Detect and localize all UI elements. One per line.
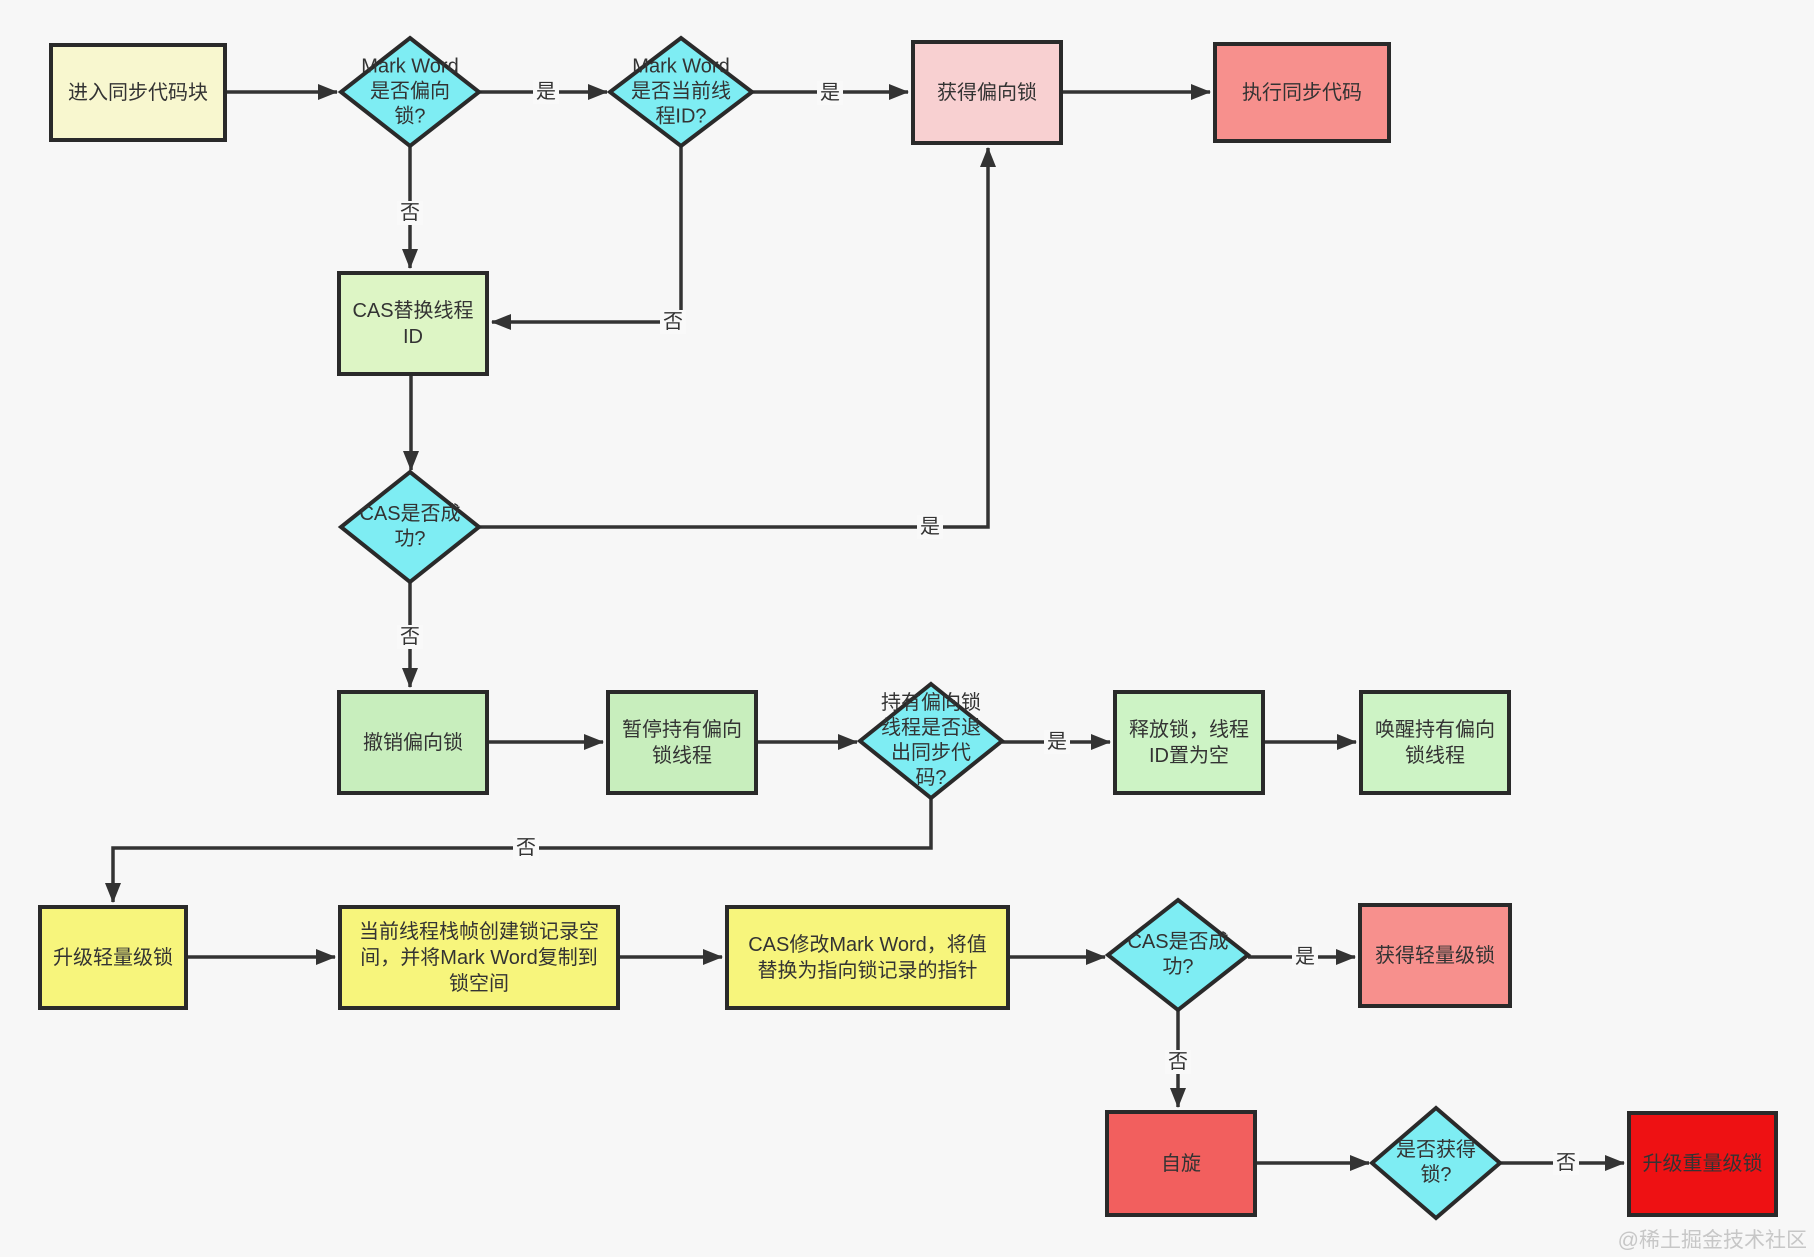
node-pause-biased-thread: 暂停持有偏向 锁线程 [606, 690, 758, 795]
edge-label-lock-no: 否 [1553, 1151, 1579, 1175]
watermark: @稀土掘金技术社区 [1617, 1229, 1807, 1252]
node-upgrade-lightweight: 升级轻量级锁 [38, 905, 188, 1010]
arrow-threadid-no-to-cas-replace [491, 146, 683, 330]
diamond-cas-success-2 [1104, 897, 1252, 1013]
diamond-cas-success-1 [337, 469, 483, 585]
node-enter-sync-block: 进入同步代码块 [49, 43, 227, 142]
edge-label-threadid-yes: 是 [817, 81, 843, 105]
node-acquire-biased-lock: 获得偏向锁 [911, 40, 1063, 145]
node-release-lock-clear-id: 释放锁，线程 ID置为空 [1113, 690, 1265, 795]
node-revoke-biased-lock: 撤销偏向锁 [337, 690, 489, 795]
decision-biased-thread-exit-label: 持有偏向锁 线程是否退 出同步代 码? [881, 692, 981, 789]
edge-label-biased-no: 否 [397, 201, 423, 225]
diamond-mark-word-biased [337, 35, 483, 149]
diamond-lock-acquired [1368, 1105, 1504, 1221]
decision-cas-success-2-label: CAS是否成 功? [1127, 931, 1229, 978]
edge-label-cas2-yes: 是 [1292, 945, 1318, 969]
edge-label-biased-yes: 是 [533, 80, 559, 104]
decision-mark-word-current-thread-label: Mark Word 是否当前线 程ID? [631, 55, 731, 128]
arrow-cas1-yes-to-acquire-biased [479, 147, 996, 529]
node-upgrade-heavyweight: 升级重量级锁 [1627, 1111, 1778, 1217]
node-execute-sync-code: 执行同步代码 [1213, 42, 1391, 143]
edge-label-exit-no: 否 [513, 836, 539, 860]
node-acquire-lightweight: 获得轻量级锁 [1358, 903, 1512, 1008]
node-create-lock-record: 当前线程栈帧创建锁记录空 间，并将Mark Word复制到 锁空间 [338, 905, 620, 1010]
edge-label-exit-yes: 是 [1044, 730, 1070, 754]
edge-label-cas1-no: 否 [397, 625, 423, 649]
decision-lock-acquired-label: 是否获得 锁? [1396, 1139, 1476, 1186]
diamond-mark-word-current-thread [606, 35, 756, 149]
node-spin: 自旋 [1105, 1110, 1257, 1217]
diamond-biased-thread-exit-sync [856, 681, 1006, 801]
node-cas-replace-thread-id: CAS替换线程 ID [337, 271, 489, 376]
edge-label-cas1-yes: 是 [917, 515, 943, 539]
decision-cas-success-1-label: CAS是否成 功? [359, 503, 461, 550]
node-wake-biased-thread: 唤醒持有偏向 锁线程 [1359, 690, 1511, 795]
edge-label-cas2-no: 否 [1165, 1050, 1191, 1074]
edge-label-threadid-no: 否 [660, 310, 686, 334]
decision-mark-word-biased-label: Mark Word 是否偏向 锁? [361, 55, 459, 128]
node-cas-modify-mark-word: CAS修改Mark Word，将值 替换为指向锁记录的指针 [725, 905, 1010, 1010]
